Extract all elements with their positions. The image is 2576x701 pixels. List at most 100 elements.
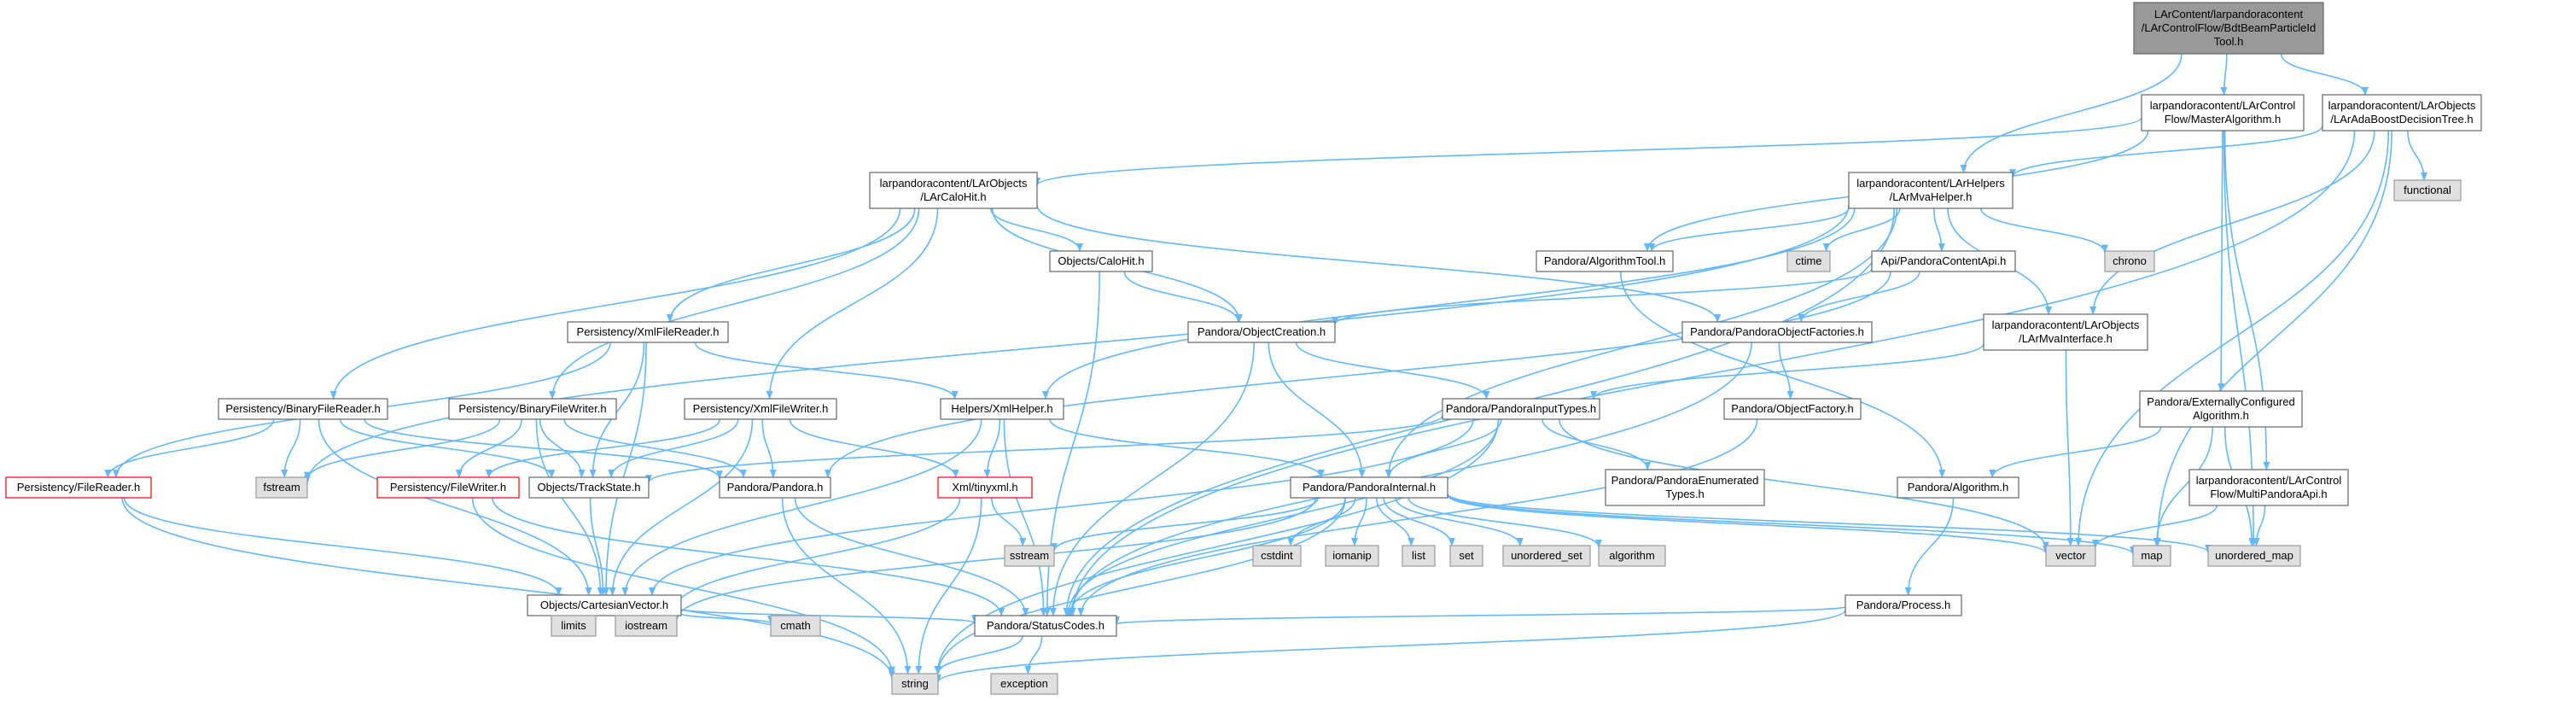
node-sstream: sstream (1004, 545, 1055, 567)
node-label: /LArControlFlow/BdtBeamParticleId (2142, 21, 2316, 34)
edge-binreader-to-fstream (281, 418, 301, 478)
node-box (1848, 172, 2014, 209)
edge-binwriter-to-pandora (563, 418, 747, 478)
node-tinyxml[interactable]: Xml/tinyxml.h (937, 476, 1033, 499)
edge-pandora-to-string (781, 497, 912, 675)
edge-objfactories-to-objfactory (1778, 342, 1794, 400)
node-label: Flow/MasterAlgorithm.h (2165, 113, 2282, 126)
edge-inputtypes-to-statuscodes (1064, 418, 1500, 616)
node-label: Tool.h (2214, 35, 2244, 48)
node-box (1252, 545, 1302, 567)
node-root[interactable]: LArContent/larpandoracontent/LArControlF… (2133, 2, 2324, 55)
edge-statuscodes-to-exception (1024, 635, 1043, 675)
edge-binreader-to-pandora (364, 418, 723, 480)
edge-multiapi-to-vector (2092, 505, 2218, 548)
node-label: set (1459, 549, 1474, 562)
edge-tinyxml-to-sstream (991, 497, 1027, 546)
node-contentapi[interactable]: Api/PandoraContentApi.h (1871, 250, 2016, 272)
node-label: larpandoracontent/LArObjects (2328, 99, 2476, 112)
node-label: Persistency/XmlFileWriter.h (693, 402, 829, 415)
edge-inputtypes-to-string (934, 418, 1500, 675)
node-xmlwriter[interactable]: Persistency/XmlFileWriter.h (684, 398, 837, 420)
edge-extconfig-to-algorithm_h (1989, 426, 2162, 478)
node-pandora[interactable]: Pandora/Pandora.h (719, 476, 831, 499)
edge-binreader-to-filereader (104, 418, 275, 478)
node-master[interactable]: larpandoracontent/LArControlFlow/MasterA… (2141, 94, 2305, 131)
node-statuscodes[interactable]: Pandora/StatusCodes.h (974, 615, 1117, 637)
node-box (1723, 398, 1862, 420)
edge-calohit_lar-to-binreader (329, 207, 901, 400)
node-list: list (1402, 545, 1436, 567)
node-xmlreader[interactable]: Persistency/XmlFileReader.h (567, 321, 729, 343)
node-internal[interactable]: Pandora/PandoraInternal.h (1290, 476, 1448, 499)
node-label: Pandora/StatusCodes.h (987, 619, 1104, 632)
node-label: algorithm (1609, 549, 1654, 562)
edge-internal-to-cstdint (1287, 497, 1356, 546)
edge-calohit_lar-to-caloHit (989, 207, 1083, 252)
edge-cartvec-to-statuscodes (680, 608, 978, 624)
edge-mvahelper-to-internal (1384, 207, 1898, 478)
edge-caloHit-to-objcreation (1123, 271, 1242, 323)
node-multiapi[interactable]: larpandoracontent/LArControlFlow/MultiPa… (2188, 469, 2349, 506)
node-box (2322, 94, 2482, 131)
edge-algorithm_h-to-process (1904, 497, 1955, 596)
edge-mvahelper-to-chrono (1980, 207, 2108, 254)
edge-internal-to-set (1383, 497, 1455, 546)
node-binreader[interactable]: Persistency/BinaryFileReader.h (218, 398, 388, 420)
node-xmlhelper[interactable]: Helpers/XmlHelper.h (940, 398, 1064, 420)
node-box (2133, 2, 2324, 55)
node-filewriter[interactable]: Persistency/FileWriter.h (376, 476, 520, 499)
node-filereader[interactable]: Persistency/FileReader.h (5, 476, 152, 499)
node-label: list (1412, 549, 1425, 562)
node-cartvec[interactable]: Objects/CartesianVector.h (527, 594, 682, 616)
node-box (1290, 476, 1448, 499)
edge-internal-to-vector (1447, 494, 2049, 555)
node-objcreation[interactable]: Pandora/ObjectCreation.h (1187, 321, 1336, 343)
edge-adaboost-to-functional (2407, 130, 2428, 181)
node-label: Pandora/ObjectCreation.h (1198, 325, 1326, 338)
node-map: map (2132, 545, 2171, 567)
node-label: /LArAdaBoostDecisionTree.h (2330, 113, 2473, 126)
edge-calohit_lar-to-xmlreader (666, 207, 916, 323)
node-label: Pandora/ExternallyConfigured (2147, 395, 2294, 408)
node-calohit_lar[interactable]: larpandoracontent/LArObjects/LArCaloHit.… (869, 172, 1038, 209)
node-algtool[interactable]: Pandora/AlgorithmTool.h (1536, 250, 1674, 272)
node-box (869, 172, 1038, 209)
edge-mvahelper-to-xmlhelper (1042, 207, 1856, 400)
node-caloHit[interactable]: Objects/CaloHit.h (1049, 250, 1153, 272)
edge-binwriter-to-cartvec (535, 418, 604, 596)
node-limits: limits (551, 615, 597, 637)
node-label: Persistency/FileWriter.h (390, 481, 506, 494)
edge-calohit_lar-to-binwriter (549, 207, 920, 400)
node-process[interactable]: Pandora/Process.h (1845, 594, 1962, 616)
node-box (2139, 390, 2303, 428)
edge-xmlhelper-to-statuscodes (1003, 418, 1047, 616)
edge-adaboost-to-statuscodes (1069, 130, 2356, 616)
node-box (1187, 321, 1336, 343)
node-mvainterface[interactable]: larpandoracontent/LArObjects/LArMvaInter… (1983, 313, 2148, 351)
node-label: Api/PandoraContentApi.h (1881, 254, 2007, 267)
node-binwriter[interactable]: Persistency/BinaryFileWriter.h (448, 398, 617, 420)
node-label: larpandoracontent/LArObjects (880, 177, 1028, 190)
node-inputtypes[interactable]: Pandora/PandoraInputTypes.h (1442, 398, 1600, 420)
node-objfactories[interactable]: Pandora/PandoraObjectFactories.h (1681, 321, 1873, 343)
node-label: unordered_map (2215, 549, 2293, 562)
node-objfactory[interactable]: Pandora/ObjectFactory.h (1723, 398, 1862, 420)
node-trackstate[interactable]: Objects/TrackState.h (528, 476, 650, 499)
edge-objcreation-to-statuscodes (1049, 342, 1255, 616)
node-label: exception (1000, 677, 1048, 690)
node-box (1598, 545, 1666, 567)
node-box (376, 476, 520, 499)
node-cstdint: cstdint (1252, 545, 1302, 567)
edge-cartvec-to-cmath (680, 612, 774, 624)
node-set: set (1449, 545, 1483, 567)
node-adaboost[interactable]: larpandoracontent/LArObjects/LArAdaBoost… (2322, 94, 2482, 131)
edge-internal-to-iomanip (1351, 497, 1367, 546)
node-mvahelper[interactable]: larpandoracontent/LArHelpers/LArMvaHelpe… (1848, 172, 2014, 209)
node-label: Pandora/PandoraInternal.h (1303, 481, 1436, 494)
node-label: iostream (625, 619, 667, 632)
node-algorithm_h[interactable]: Pandora/Algorithm.h (1897, 476, 2019, 499)
